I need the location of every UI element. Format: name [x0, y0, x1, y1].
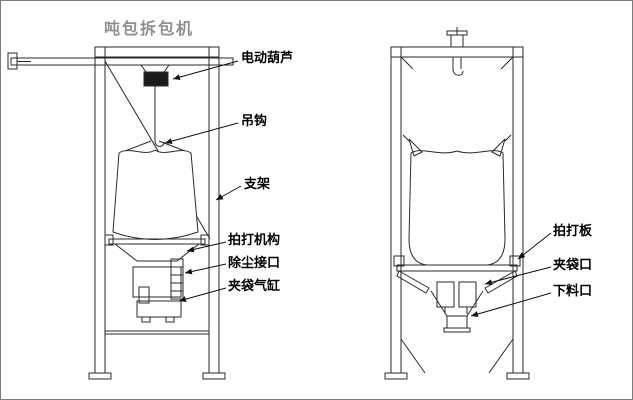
- leader-lines: [164, 60, 552, 317]
- leader-beating-mechanism: [186, 241, 227, 253]
- bag-side-view-shape: [112, 140, 199, 240]
- label-hook: 吊钩: [241, 113, 268, 128]
- label-bag-clamp-cylinder: 夹袋气缸: [228, 278, 281, 293]
- leader-hook: [164, 122, 239, 145]
- leader-discharge-port: [470, 292, 552, 317]
- label-dust-removal-port: 除尘接口: [228, 255, 281, 270]
- label-electric-hoist: 电动葫芦: [241, 50, 294, 65]
- leader-bag-clamp-cylinder: [178, 287, 227, 303]
- hook-shape: [154, 135, 165, 147]
- beating-plate-shape: [393, 255, 521, 294]
- left-view-drawing: [7, 46, 234, 380]
- bag-clamp-port-shape: [436, 281, 477, 314]
- hoist-rail-shape: [7, 52, 234, 70]
- label-bag-clamp-port: 夹袋口: [553, 257, 593, 272]
- leader-bag-clamp-port: [484, 266, 552, 286]
- bag-front-view-shape: [402, 134, 512, 266]
- discharge-box-shape: [136, 300, 182, 323]
- leader-beating-plate: [517, 232, 552, 260]
- leader-electric-hoist: [172, 60, 239, 81]
- leader-support-frame: [215, 185, 242, 201]
- diagram-title: 吨包拆包机: [104, 21, 195, 38]
- hoist-cable-and-hook-shape: [154, 86, 165, 147]
- discharge-outlet-shape: [430, 290, 484, 333]
- platform-shape: [396, 264, 518, 272]
- label-beating-mechanism: 拍打机构: [228, 232, 281, 247]
- label-discharge-port: 下料口: [553, 283, 593, 298]
- leader-dust-removal-port: [184, 263, 227, 275]
- right-view-drawing: [384, 27, 530, 380]
- label-support-frame: 支架: [244, 176, 271, 191]
- label-beating-plate: 拍打板: [553, 223, 593, 238]
- beating-mechanism-shape: [104, 234, 210, 262]
- electric-hoist-shape: [140, 64, 170, 87]
- top-hook-attachment-shape: [446, 27, 468, 76]
- bag-clamp-cylinder-shape: [132, 266, 182, 304]
